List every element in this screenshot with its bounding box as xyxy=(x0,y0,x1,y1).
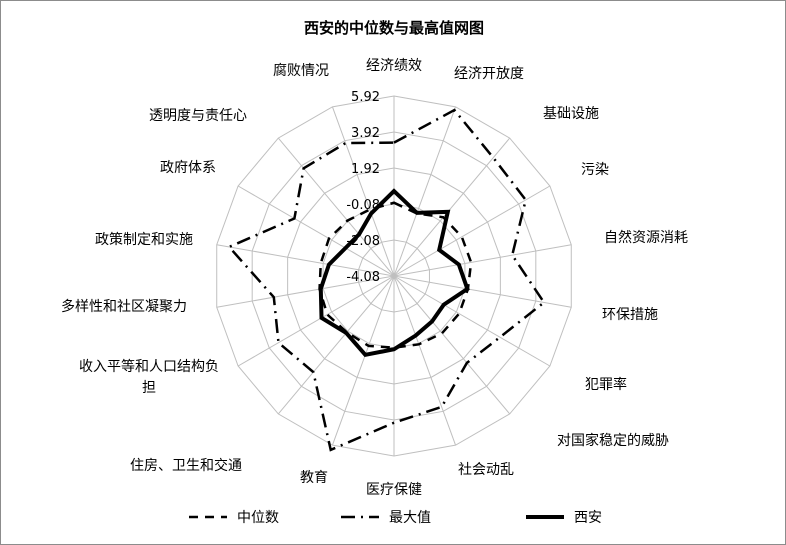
series-lines xyxy=(227,108,546,452)
ring-tick-labels: -4.08-2.08-0.081.923.925.92 xyxy=(346,90,380,285)
axis-label: 收入平等和人口结构负担 xyxy=(79,358,219,396)
legend: 中位数 最大值 西安 xyxy=(189,510,602,526)
grid-spoke xyxy=(393,275,511,415)
axis-label: 腐败情况 xyxy=(273,62,329,79)
axis-label: 教育 xyxy=(300,470,328,486)
axis-label: 医疗保健 xyxy=(366,482,422,498)
grid-spoke xyxy=(277,137,395,277)
grid xyxy=(216,95,572,457)
legend-label: 最大值 xyxy=(389,510,431,526)
grid-spoke xyxy=(216,275,395,308)
ring-tick-label: 1.92 xyxy=(351,162,380,177)
legend-label: 西安 xyxy=(574,510,602,526)
axis-label: 透明度与责任心 xyxy=(149,108,247,124)
grid-spoke xyxy=(393,275,457,446)
legend-label: 中位数 xyxy=(237,510,279,526)
grid-spoke xyxy=(331,106,395,277)
axis-label: 社会动乱 xyxy=(458,462,514,478)
grid-spoke xyxy=(216,244,395,277)
axis-label: 基础设施 xyxy=(543,105,599,122)
axis-label: 犯罪率 xyxy=(585,376,627,393)
axis-label: 经济开放度 xyxy=(454,66,524,82)
grid-spoke xyxy=(277,275,395,415)
grid-spoke xyxy=(393,185,551,277)
axis-label: 自然资源消耗 xyxy=(604,229,688,246)
axis-labels: 经济绩效经济开放度基础设施污染自然资源消耗环保措施犯罪率对国家稳定的威胁社会动乱… xyxy=(61,58,688,498)
grid-spoke xyxy=(237,275,395,367)
axis-label: 住房、卫生和交通 xyxy=(130,457,242,474)
grid-spoke xyxy=(393,244,572,277)
axis-label: 经济绩效 xyxy=(366,58,422,74)
grid-spoke xyxy=(393,275,572,308)
grid-spoke xyxy=(237,185,395,277)
axis-label: 对国家稳定的威胁 xyxy=(557,432,669,449)
chart-title: 西安的中位数与最高值网图 xyxy=(304,19,484,37)
grid-spoke xyxy=(393,137,511,277)
axis-label: 政策制定和实施 xyxy=(95,231,193,248)
axis-label: 政府体系 xyxy=(160,160,216,176)
axis-label: 环保措施 xyxy=(602,307,658,323)
series-dashed xyxy=(318,201,473,349)
axis-label: 多样性和社区凝聚力 xyxy=(61,298,187,315)
series-solid xyxy=(318,188,470,358)
grid-spoke xyxy=(331,275,395,446)
grid-spoke xyxy=(393,275,551,367)
ring-tick-label: 3.92 xyxy=(351,126,380,141)
axis-label: 污染 xyxy=(581,162,609,178)
ring-tick-label: -0.08 xyxy=(346,198,380,213)
series-dash-dot xyxy=(227,108,546,452)
grid-spoke xyxy=(393,106,457,277)
ring-tick-label: -4.08 xyxy=(346,270,380,285)
ring-tick-label: 5.92 xyxy=(351,90,380,105)
